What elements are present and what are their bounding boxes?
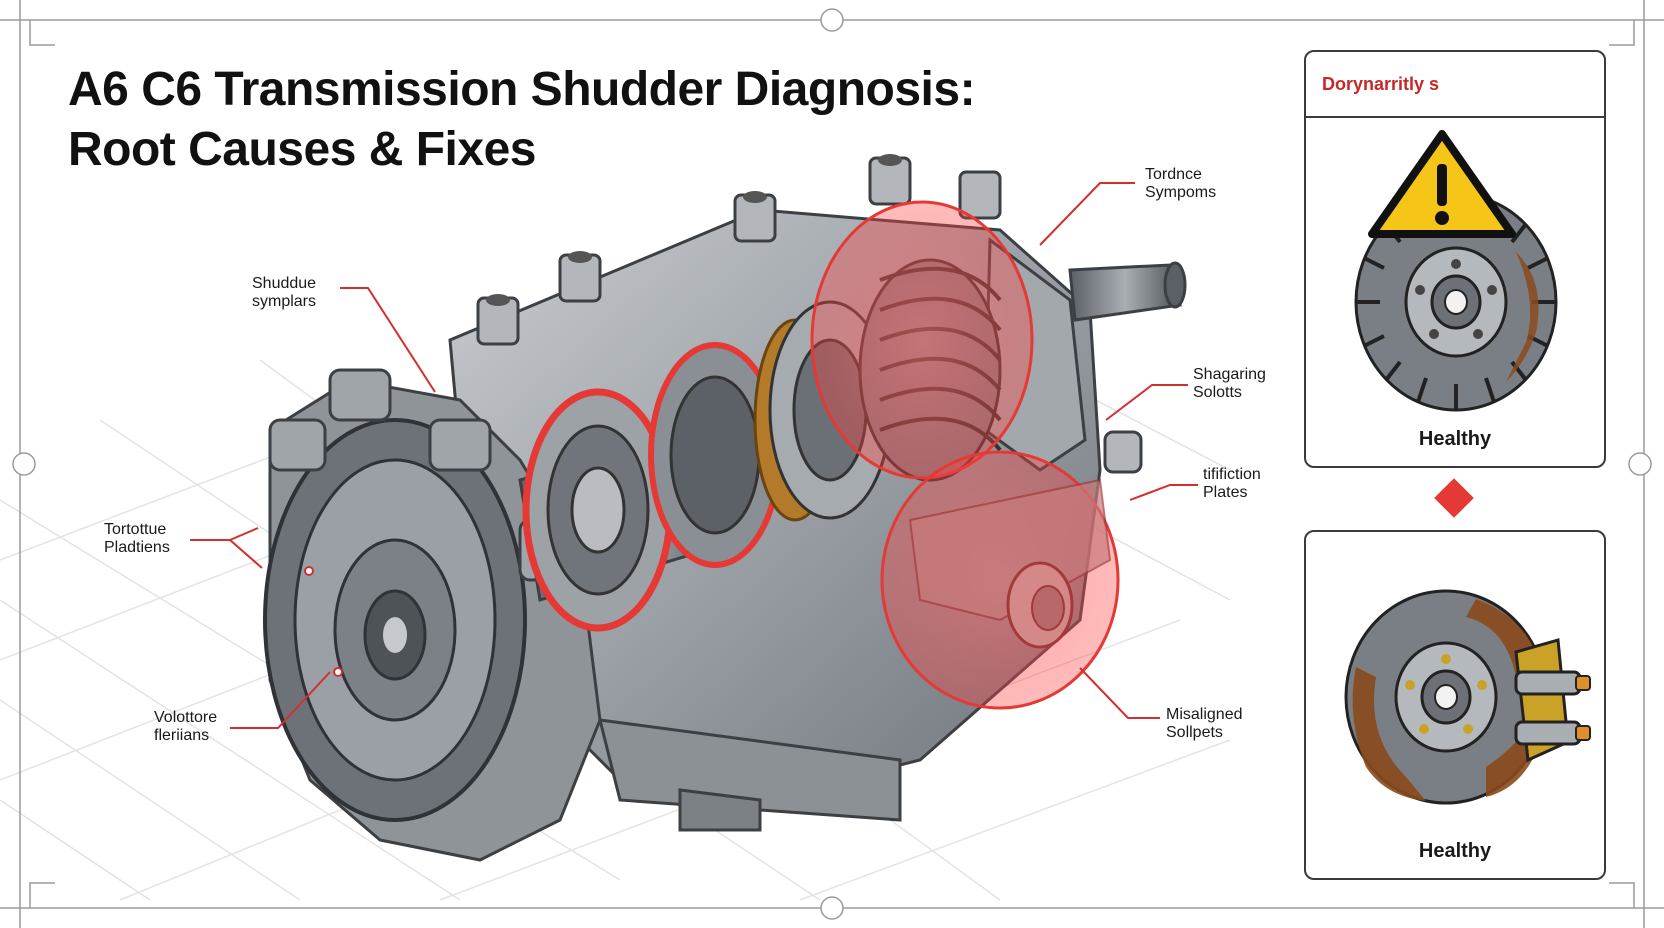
card-label-bottom: Healthy xyxy=(1418,840,1492,862)
callout-torque-platens: Tortottue Pladtiens xyxy=(104,521,170,556)
leader-lines xyxy=(190,182,1198,729)
callout-shaking-solenoids: Shagaring Solotts xyxy=(1193,366,1266,401)
brake-disc-worn-illustration xyxy=(1354,130,1558,412)
page-title: A6 C6 Transmission Shudder Diagnosis: Ro… xyxy=(68,60,976,180)
callout-friction-plates: tififiction Plates xyxy=(1203,466,1261,501)
comparison-card-bottom: Healthy xyxy=(1304,530,1606,880)
caliper-piston-illustration xyxy=(1514,638,1591,763)
bell-housing xyxy=(263,368,602,862)
warning-triangle-icon xyxy=(1368,130,1516,238)
callout-torque-symptoms: Tordnce Sympoms xyxy=(1145,166,1217,201)
comparison-card-top: Dorynarritly s xyxy=(1304,50,1606,468)
torque-converter-highlight xyxy=(810,200,1034,480)
callout-shudder-symptoms: Shuddue symplars xyxy=(252,275,317,310)
valve-body-highlight xyxy=(880,450,1120,710)
callout-vibration-flections: Volottore fleriians xyxy=(154,709,218,744)
card-header: Dorynarritly s xyxy=(1306,52,1604,118)
clutch-pack xyxy=(522,258,1002,632)
card-label-top: Healthy xyxy=(1418,428,1492,450)
callout-misaligned-solenoids: Misaligned Sollpets xyxy=(1166,706,1243,741)
title-line-1: A6 C6 Transmission Shudder Diagnosis: xyxy=(68,63,976,116)
title-line-2: Root Causes & Fixes xyxy=(68,123,536,176)
card-header-title: Dorynarritly s xyxy=(1322,74,1440,94)
brake-disc-rusted-illustration xyxy=(1344,589,1591,805)
